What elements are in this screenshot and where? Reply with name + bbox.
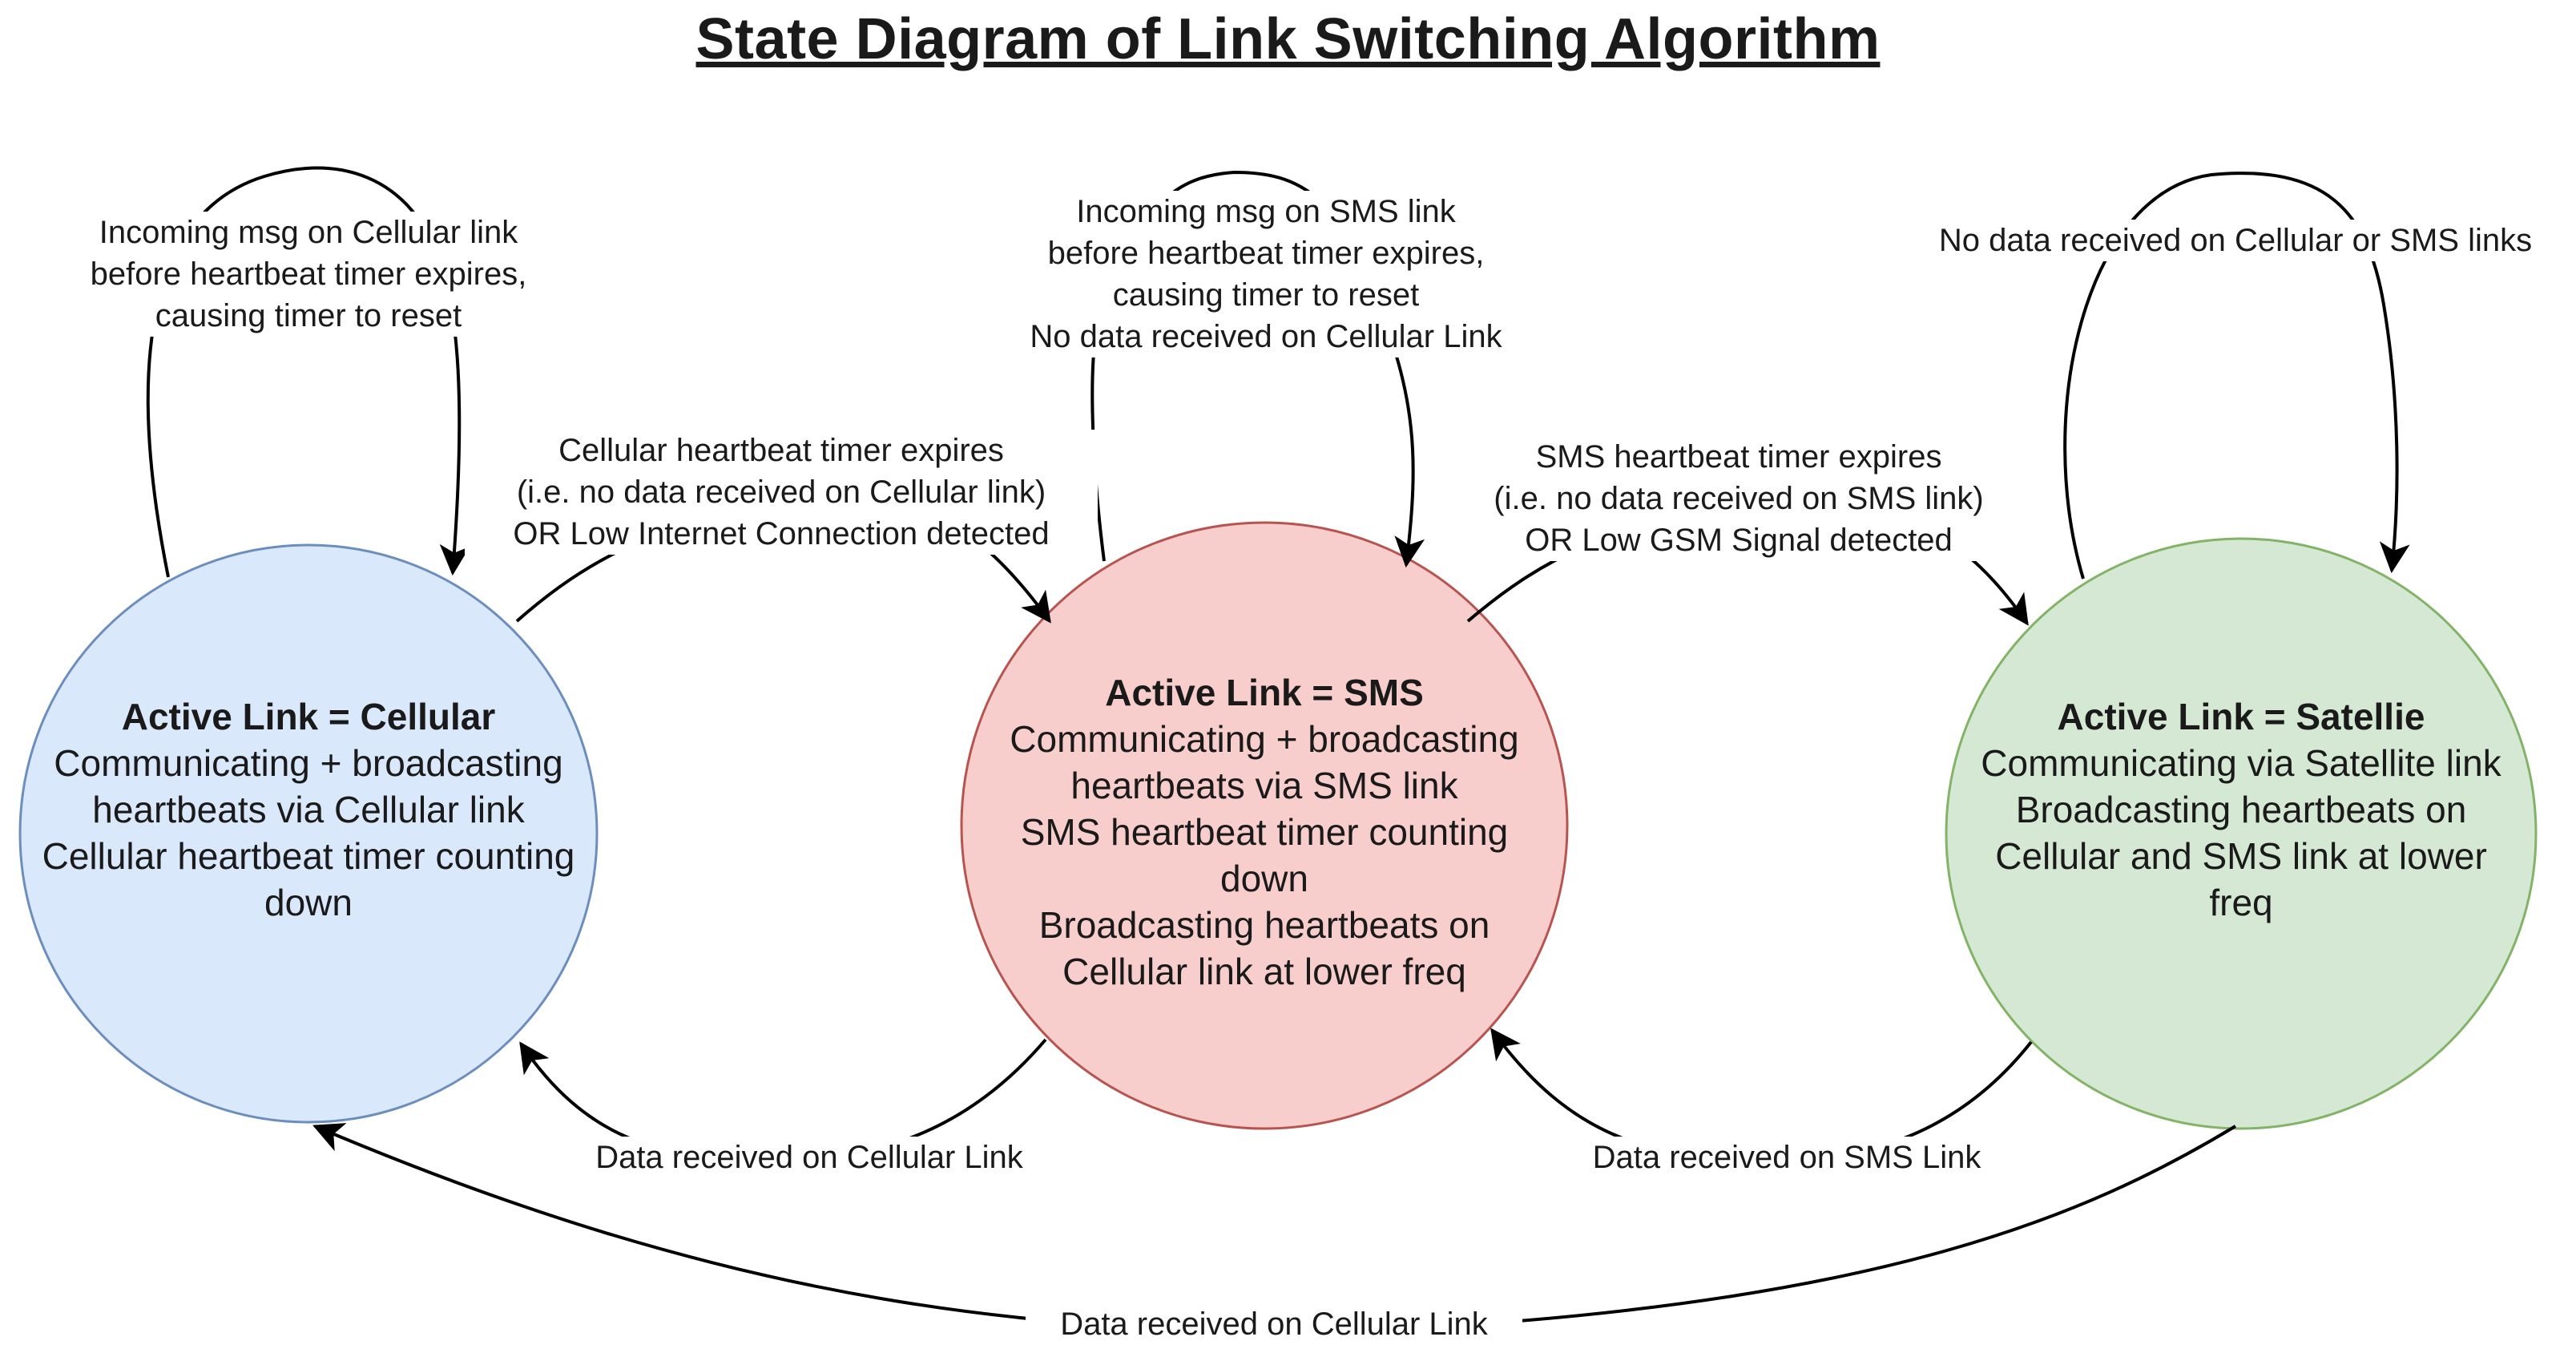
state-sms-line: Broadcasting heartbeats on xyxy=(1038,904,1490,946)
state-satellite-line: Cellular and SMS link at lower xyxy=(1995,835,2487,877)
state-satellite-line: Communicating via Satellite link xyxy=(1981,742,2501,784)
edge-satellite-self xyxy=(2063,172,2410,580)
state-sms-line: Cellular link at lower freq xyxy=(1062,951,1466,992)
label-satellite-to-sms: Data received on SMS Link xyxy=(1554,1137,2019,1178)
state-sms-line: Communicating + broadcasting xyxy=(1010,718,1519,760)
state-satellite-heading: Active Link = Satellie xyxy=(2057,696,2425,737)
label-satellite-to-cellular: Data received on Cellular Link xyxy=(1026,1303,1522,1345)
state-cellular-heading: Active Link = Cellular xyxy=(121,696,496,737)
state-cellular-line: heartbeats via Cellular link xyxy=(92,789,525,830)
label-cellular-self: Incoming msg on Cellular link before hea… xyxy=(48,212,569,337)
state-sms-text: Active Link = SMS Communicating + broadc… xyxy=(961,669,1567,995)
label-cellular-to-sms: Cellular heartbeat timer expires (i.e. n… xyxy=(465,430,1098,555)
state-cellular-line: down xyxy=(264,882,353,923)
edge-sms-self xyxy=(1090,170,1425,568)
state-satellite xyxy=(1945,537,2538,1130)
diagram-title: State Diagram of Link Switching Algorith… xyxy=(695,7,1881,71)
state-sms-line: down xyxy=(1220,858,1308,899)
state-sms xyxy=(960,521,1569,1130)
label-sms-to-cellular: Data received on Cellular Link xyxy=(561,1137,1058,1178)
state-sms-heading: Active Link = SMS xyxy=(1105,672,1424,713)
state-cellular xyxy=(18,543,599,1124)
state-satellite-line: Broadcasting heartbeats on xyxy=(2015,789,2467,830)
state-cellular-text: Active Link = Cellular Communicating + b… xyxy=(20,693,597,926)
state-sms-line: heartbeats via SMS link xyxy=(1070,765,1458,806)
label-sms-to-satellite: SMS heartbeat timer expires (i.e. no dat… xyxy=(1450,436,2027,561)
state-cellular-line: Communicating + broadcasting xyxy=(54,742,563,784)
label-sms-self: Incoming msg on SMS link before heartbea… xyxy=(978,191,1554,357)
state-cellular-line: Cellular heartbeat timer counting xyxy=(42,835,575,877)
state-satellite-line: freq xyxy=(2209,882,2273,923)
state-satellite-text: Active Link = Satellie Communicating via… xyxy=(1945,693,2538,926)
state-sms-line: SMS heartbeat timer counting xyxy=(1020,811,1509,853)
label-satellite-self: No data received on Cellular or SMS link… xyxy=(1899,220,2572,261)
